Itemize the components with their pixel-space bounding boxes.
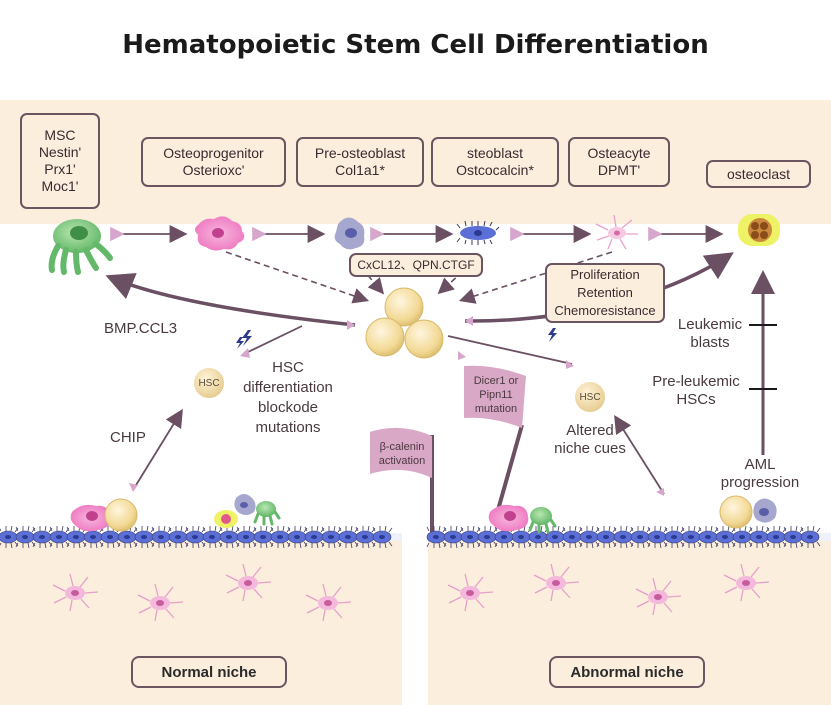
factors-box: CxCL12、QPN.CTGF xyxy=(349,253,483,277)
abnormal-niche-cells xyxy=(488,495,777,534)
bmp-label: BMP.CCL3 xyxy=(104,320,178,337)
chip-arrow xyxy=(132,408,183,491)
chip-label: CHIP xyxy=(110,429,146,446)
chip-marker xyxy=(129,483,138,492)
preosteoblast-cell-icon xyxy=(334,217,365,250)
proliferation-box: Proliferation Retention Chemoresistance xyxy=(545,263,665,323)
mutation-line xyxy=(247,325,303,353)
dicer-flag xyxy=(464,365,526,511)
hsc-cluster-icon xyxy=(365,287,444,359)
stage-osteoblast: steoblast Ostcocalcin* xyxy=(431,137,559,187)
altered-niche-arrow xyxy=(614,414,665,495)
proliferation-marker xyxy=(465,316,473,326)
normal-niche-label: Normal niche xyxy=(131,656,287,688)
cluster-left-marker xyxy=(458,351,466,360)
stage-preosteoblast: Pre-osteoblast Col1a1* xyxy=(296,137,424,187)
aml-progression-arrow xyxy=(749,270,777,455)
catenin-flag xyxy=(370,427,434,532)
abnormal-hsc-marker xyxy=(566,360,574,369)
page-title: Hematopoietic Stem Cell Differentiation xyxy=(122,30,709,60)
abnormal-hsc-line xyxy=(447,335,573,365)
niche-osteocytes xyxy=(52,563,770,622)
endothelial-layer-abnormal xyxy=(426,525,831,549)
hsc-cell-abnormal: HSC xyxy=(575,382,605,412)
bmp-marker xyxy=(347,320,355,330)
endothelial-layer-normal xyxy=(0,525,402,549)
preleukemic-label: Pre-leukemic HSCs xyxy=(652,373,740,408)
osteocyte-cell-icon xyxy=(595,214,638,250)
normal-niche-cells xyxy=(70,494,281,532)
altered-niche-marker xyxy=(656,488,664,496)
lightning-icon-right xyxy=(548,328,557,342)
stage-osteoprogenitor: Osteoprogenitor Osterioxc' xyxy=(141,137,286,187)
osteoclast-cell-icon xyxy=(738,214,780,246)
abnormal-niche-label: Abnormal niche xyxy=(549,656,705,688)
msc-cell-icon xyxy=(48,219,113,275)
stage-osteocyte: Osteacyte DPMT' xyxy=(568,137,670,187)
hsc-mutations-label: HSC differentiation blockode mutations xyxy=(243,359,333,436)
osteoblast-cell-icon xyxy=(456,220,500,245)
osteoprogenitor-cell-icon xyxy=(195,216,245,251)
hsc-cell-normal: HSC xyxy=(194,368,224,398)
altered-niche-label: Altered niche cues xyxy=(554,422,626,457)
stage-msc: MSC Nestin' Prx1' Moc1' xyxy=(20,113,100,209)
stage-osteoclast: osteoclast xyxy=(706,160,811,188)
leukemic-blasts-label: Leukemic blasts xyxy=(677,316,743,351)
aml-progression-label: AML progression xyxy=(720,456,800,491)
lightning-icon xyxy=(236,330,252,349)
catenin-flag-label: β-calenin activation xyxy=(378,441,426,467)
mutation-marker xyxy=(240,348,250,358)
dicer-flag-label: Dicer1 or Pipn11 mutation xyxy=(473,375,519,415)
